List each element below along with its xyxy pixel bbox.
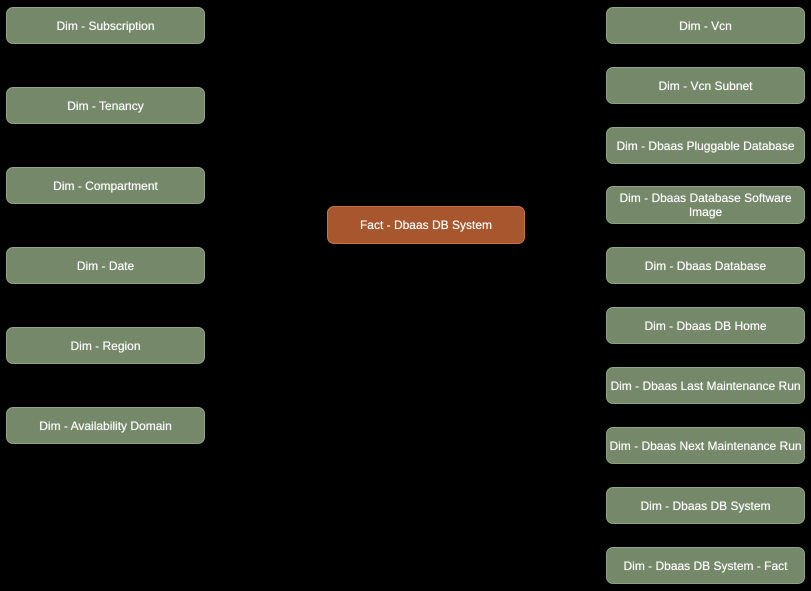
node-dim-dbaas-database[interactable]: Dim - Dbaas Database <box>606 247 805 284</box>
node-dim-vcn-subnet[interactable]: Dim - Vcn Subnet <box>606 67 805 104</box>
node-dim-dbaas-db-system[interactable]: Dim - Dbaas DB System <box>606 487 805 524</box>
node-dim-dbaas-pluggable-database[interactable]: Dim - Dbaas Pluggable Database <box>606 127 805 164</box>
node-dim-tenancy[interactable]: Dim - Tenancy <box>6 87 205 124</box>
node-dim-dbaas-db-system-fact[interactable]: Dim - Dbaas DB System - Fact <box>606 547 805 584</box>
node-dim-dbaas-database-software-image[interactable]: Dim - Dbaas Database Software Image <box>606 186 805 224</box>
node-dim-dbaas-db-home[interactable]: Dim - Dbaas DB Home <box>606 307 805 344</box>
node-dim-region[interactable]: Dim - Region <box>6 327 205 364</box>
node-dim-dbaas-last-maintenance-run[interactable]: Dim - Dbaas Last Maintenance Run <box>606 367 805 404</box>
node-dim-availability-domain[interactable]: Dim - Availability Domain <box>6 407 205 444</box>
node-dim-vcn[interactable]: Dim - Vcn <box>606 7 805 44</box>
node-fact-dbaas-db-system[interactable]: Fact - Dbaas DB System <box>327 206 525 244</box>
node-dim-subscription[interactable]: Dim - Subscription <box>6 7 205 44</box>
node-dim-dbaas-next-maintenance-run[interactable]: Dim - Dbaas Next Maintenance Run <box>606 427 805 464</box>
node-dim-date[interactable]: Dim - Date <box>6 247 205 284</box>
node-dim-compartment[interactable]: Dim - Compartment <box>6 167 205 204</box>
